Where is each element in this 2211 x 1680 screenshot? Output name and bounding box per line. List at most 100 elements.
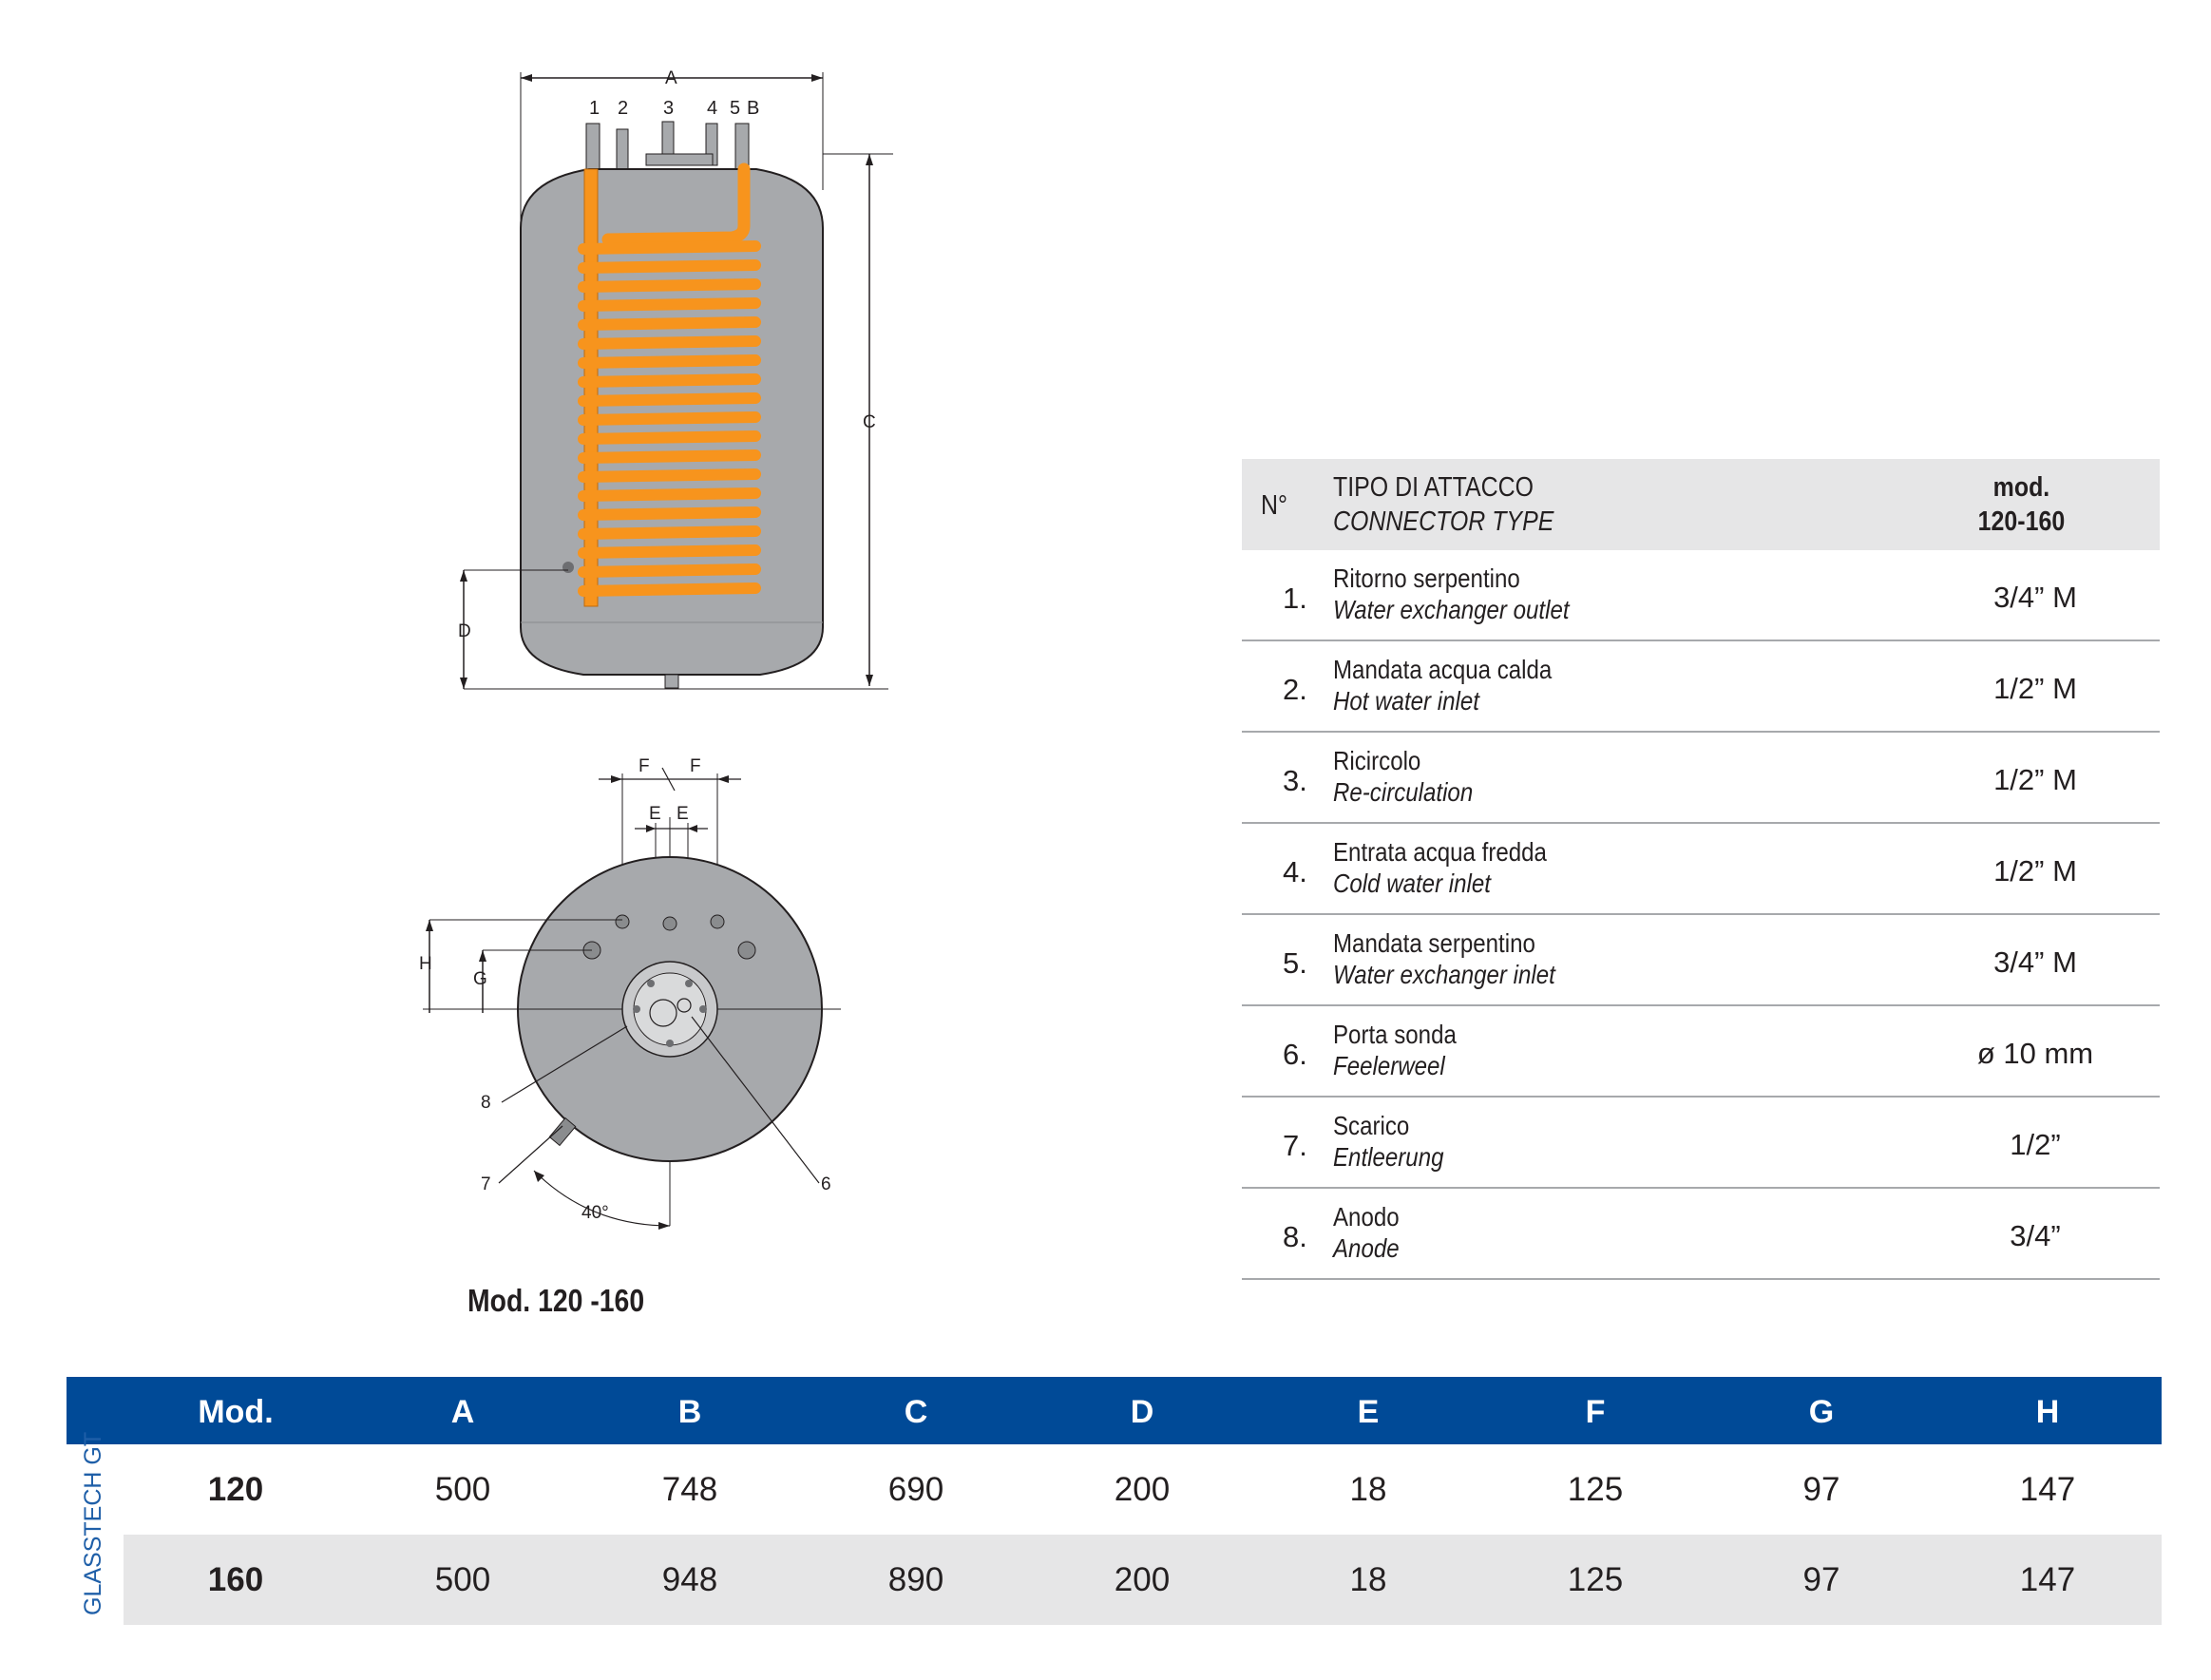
connector-name-it: Mandata serpentino	[1333, 928, 1535, 958]
model-caption: Mod. 120 -160	[467, 1283, 645, 1318]
dim-value-cell: 125	[1567, 1561, 1624, 1598]
connector-name-en: Feelerweel	[1333, 1051, 1445, 1080]
dim-model-cell: 160	[207, 1561, 264, 1598]
dim-label-a: A	[665, 68, 677, 88]
dim-value-cell: 147	[2019, 1471, 2076, 1508]
connector-name-it: Mandata acqua calda	[1333, 655, 1553, 684]
connector-size: ø 10 mm	[1976, 1037, 2094, 1070]
product-side-label: GLASSTECH GT	[80, 1431, 106, 1615]
dim-value-cell: 125	[1567, 1471, 1624, 1508]
coil-turn	[578, 354, 761, 369]
dim-value-cell: 500	[434, 1561, 491, 1598]
connector-name-en: Cold water inlet	[1333, 869, 1491, 898]
connector-number: 4.	[1283, 855, 1307, 888]
dim-label-f-right: F	[690, 756, 701, 776]
coil-turn	[578, 335, 761, 350]
dim-value-cell: 748	[661, 1471, 718, 1508]
coil-turn	[578, 411, 761, 426]
header-num: N°	[1261, 490, 1287, 521]
dim-value-cell: 97	[1802, 1561, 1840, 1598]
connector-name-it: Scarico	[1333, 1111, 1410, 1140]
header-mod-2: 120-160	[1977, 506, 2066, 537]
dim-value-cell: 948	[661, 1561, 718, 1598]
dim-header-cell: D	[1130, 1394, 1154, 1430]
coil-turn	[578, 430, 761, 445]
connector-name-it: Entrata acqua fredda	[1333, 837, 1547, 867]
connector-number: 1.	[1283, 582, 1307, 615]
tank-side-view-drawing: A 1 2 3 4 5 B C D	[458, 68, 893, 690]
dim-label-h: H	[419, 954, 432, 974]
connector-name-en: Re-circulation	[1333, 777, 1474, 807]
coil-turn	[578, 468, 761, 483]
dim-label-b: B	[747, 98, 759, 119]
connector-table: N° TIPO DI ATTACCO CONNECTOR TYPE mod. 1…	[1242, 459, 2160, 1280]
connector-size: 1/2” M	[1993, 672, 2077, 705]
dim-header-cell: A	[450, 1394, 475, 1430]
coil-turn	[578, 525, 761, 540]
callout-8: 8	[481, 1093, 491, 1113]
tank-top-view-drawing: F F E E H G 8 7 6 40°	[419, 756, 841, 1230]
dim-model-cell: 120	[207, 1471, 264, 1508]
coil-turn	[578, 392, 761, 407]
coil-turn	[578, 582, 761, 597]
coil-turn	[578, 449, 761, 464]
connector-size: 1/2”	[2010, 1128, 2061, 1161]
coil-turn	[578, 373, 761, 388]
connector-name-en: Entleerung	[1333, 1142, 1444, 1172]
connector-name-it: Anodo	[1333, 1202, 1400, 1231]
connector-name-en: Hot water inlet	[1333, 686, 1479, 716]
dim-header-cell: G	[1808, 1394, 1835, 1430]
connector-label-4: 4	[707, 98, 717, 119]
coil-turn	[578, 259, 761, 274]
connector-table-header: N° TIPO DI ATTACCO CONNECTOR TYPE mod. 1…	[1242, 459, 2160, 550]
dim-header-cell: Mod.	[198, 1394, 274, 1430]
connector-name-it: Ritorno serpentino	[1333, 563, 1520, 593]
connector-number: 8.	[1283, 1220, 1307, 1253]
dim-value-cell: 18	[1349, 1471, 1387, 1508]
header-type-it: TIPO DI ATTACCO	[1333, 472, 1534, 503]
dim-label-e-left: E	[649, 804, 661, 824]
dim-value-cell: 97	[1802, 1471, 1840, 1508]
coil-turn	[578, 297, 761, 312]
dim-value-cell: 200	[1114, 1471, 1171, 1508]
coil-turn	[578, 487, 761, 502]
coil-turn	[578, 316, 761, 331]
dim-value-cell: 500	[434, 1471, 491, 1508]
coil-turn	[578, 544, 761, 559]
connector-number: 7.	[1283, 1129, 1307, 1162]
connector-name-it: Porta sonda	[1333, 1020, 1457, 1049]
connector-name-it: Ricircolo	[1333, 746, 1421, 775]
header-mod-1: mod.	[1992, 472, 2050, 503]
connector-label-2: 2	[618, 98, 628, 119]
connector-name-en: Water exchanger outlet	[1333, 595, 1570, 624]
connector-label-1: 1	[589, 98, 600, 119]
dim-header-cell: H	[2035, 1394, 2060, 1430]
connector-label-3: 3	[663, 98, 674, 119]
heat-exchanger-coil	[578, 240, 761, 597]
coil-turn	[578, 563, 761, 578]
dim-value-cell: 18	[1349, 1561, 1387, 1598]
connector-size: 1/2” M	[1993, 763, 2077, 796]
dim-label-g: G	[473, 969, 487, 989]
connector-name-en: Water exchanger inlet	[1333, 960, 1555, 989]
dim-value-cell: 690	[887, 1471, 944, 1508]
dim-label-f-left: F	[639, 756, 650, 776]
dim-value-cell: 147	[2019, 1561, 2076, 1598]
dimensions-row: 120 500 748 690 200 18 125 97 147	[124, 1444, 2162, 1535]
connector-number: 6.	[1283, 1038, 1307, 1071]
dim-header-cell: F	[1585, 1394, 1606, 1430]
